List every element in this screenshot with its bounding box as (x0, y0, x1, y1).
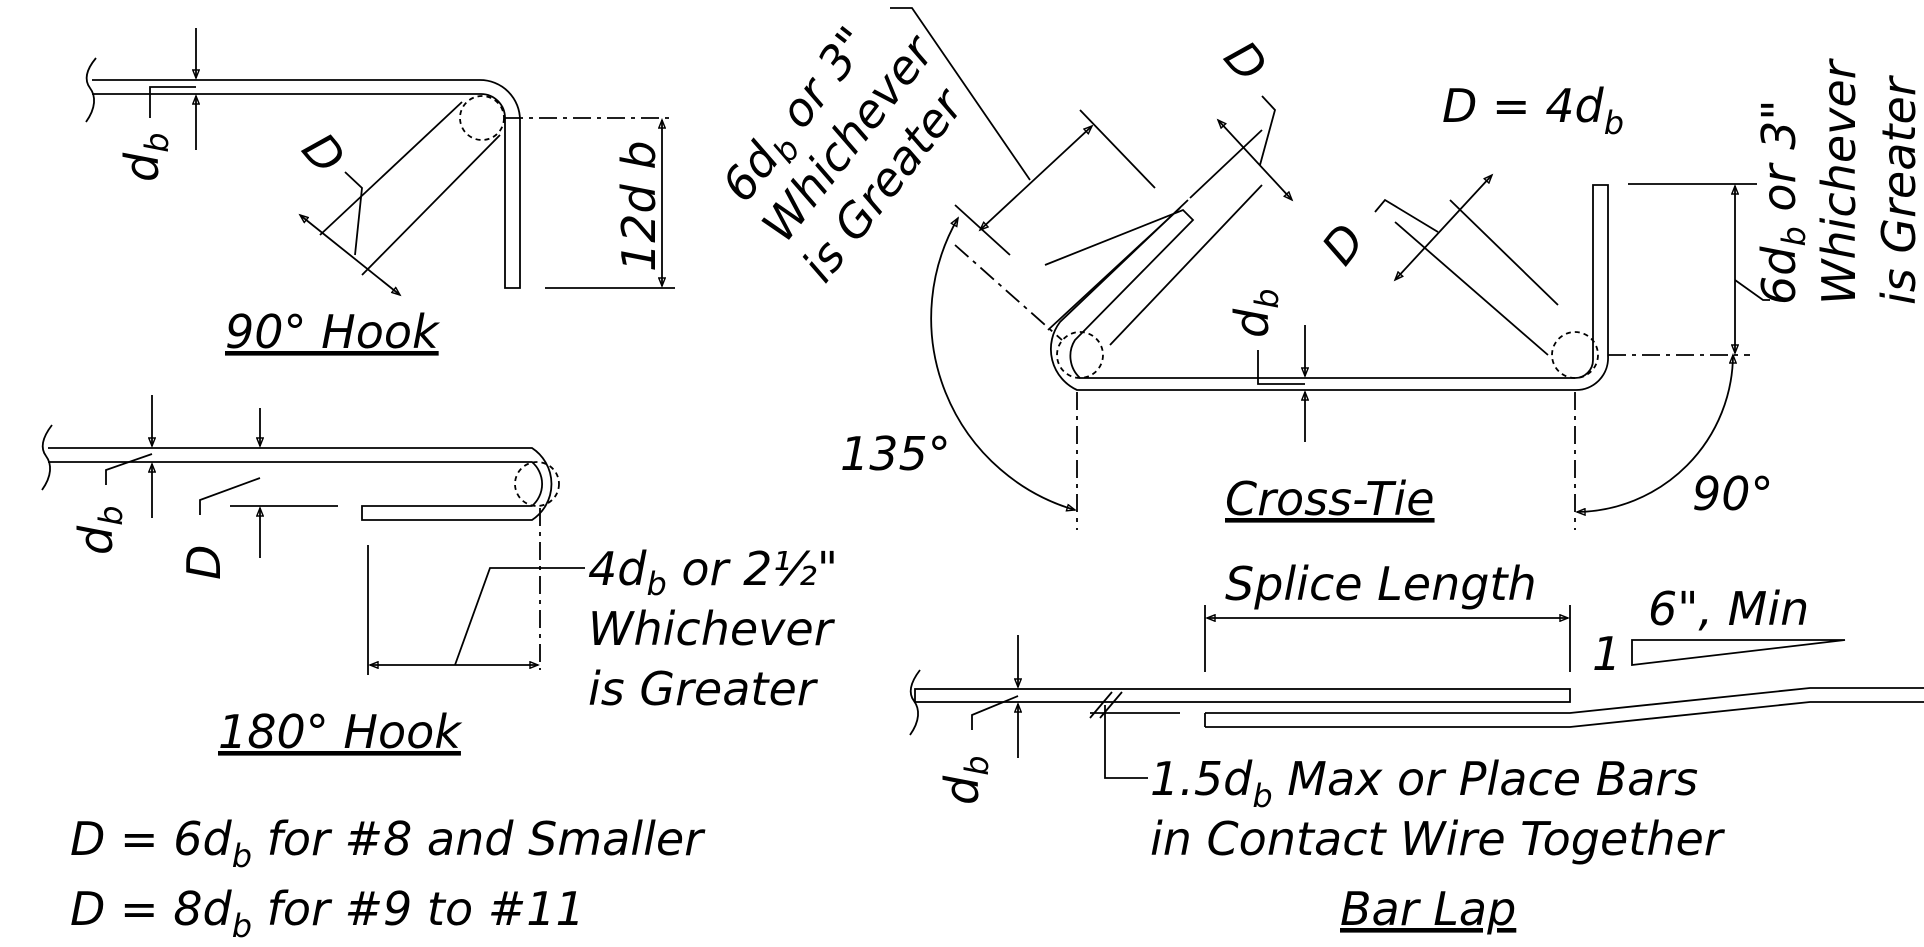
gap-note-line2: in Contact Wire Together (1150, 812, 1726, 866)
d-right-leader (1374, 198, 1439, 233)
d-label: D (177, 545, 231, 580)
hook-180-detail: db D 4db or 2½" Whichever is Greater 180… (41, 395, 838, 759)
db-leader (149, 86, 196, 118)
slope-six-label: 6", Min (1648, 582, 1809, 636)
right-ext-line3: is Greater (1872, 74, 1924, 305)
cross-tie-title: Cross-Tie (1225, 472, 1435, 526)
right-diag-1 (1394, 221, 1549, 356)
gap-leader (1104, 705, 1148, 779)
left-ext-dim (980, 126, 1092, 230)
break-symbol (41, 424, 53, 491)
db-leader (105, 453, 153, 485)
right-ext-line2: Whichever (1812, 57, 1866, 305)
d-eq-label: D = 4db (1442, 79, 1624, 142)
left-ext-tick-b (1079, 109, 1156, 189)
bar-outline (48, 447, 553, 521)
lower-bar (1204, 687, 1924, 728)
db-leader (971, 695, 1019, 730)
angle-135-arc (930, 218, 1075, 510)
angle-135-label: 135° (840, 427, 951, 481)
right-ext-line1: 6db or 3" (1752, 99, 1813, 305)
gap-tick-2 (1099, 691, 1123, 719)
hook-90-title: 90° Hook (225, 305, 441, 359)
ext-label-line1: 4db or 2½" (588, 542, 838, 603)
d-leader (199, 477, 261, 515)
db-label: db (115, 132, 176, 182)
bend-diameter-circle (459, 95, 505, 141)
12db-label: 12d b (612, 140, 666, 272)
bar-outline (92, 79, 521, 289)
diag-line-1 (319, 101, 463, 236)
bar-lap-title: Bar Lap (1340, 882, 1516, 936)
left-ext-centerline (954, 244, 1063, 341)
note-line-1: D = 6db for #8 and Smaller (70, 812, 706, 875)
upper-bar (914, 688, 1571, 703)
right-bend-circle (1551, 331, 1599, 379)
left-bend-circle (1056, 331, 1104, 379)
left-ext-tick-a (954, 204, 1011, 256)
diameter-notes: D = 6db for #8 and Smaller D = 8db for #… (70, 812, 706, 945)
break-symbol (85, 57, 97, 123)
left-diag-3 (1189, 129, 1263, 199)
cross-tie-bar (1044, 184, 1609, 391)
splice-label: Splice Length (1225, 557, 1537, 611)
left-diag-1 (1047, 207, 1181, 331)
d-top-label: D (1214, 30, 1278, 92)
d-dim (300, 215, 400, 295)
right-ext-leader (1734, 279, 1770, 301)
gap-tick-1 (1089, 691, 1113, 719)
d-right-dim (1395, 175, 1492, 280)
ext-label-line3: is Greater (588, 662, 819, 716)
d-leader (344, 171, 363, 256)
diag-line-2 (361, 134, 501, 276)
d-top-leader (1259, 95, 1276, 166)
break-symbol (909, 669, 921, 736)
db-label: db (69, 505, 130, 555)
db-leader (1257, 350, 1305, 385)
angle-90-arc (1577, 355, 1733, 512)
note-line-2: D = 8db for #9 to #11 (70, 882, 585, 945)
ext-leader (454, 567, 585, 666)
bar-lap-detail: db Splice Length 1 6", Min 1.5db Max or … (909, 557, 1924, 936)
hook-180-title: 180° Hook (218, 705, 463, 759)
left-diag-2 (1109, 184, 1263, 346)
cross-tie-detail: 6db or 3" Whichever is Greater D D = 4db… (711, 7, 1924, 530)
d-label: D (292, 122, 356, 184)
bend-diameter-circle (514, 461, 560, 507)
d-right-label: D (1311, 214, 1375, 275)
slope-triangle (1631, 639, 1846, 667)
hook-90-detail: db D 12d b 90° Hook (85, 28, 675, 359)
d-top-dim (1218, 120, 1292, 200)
gap-note-line1: 1.5db Max or Place Bars (1150, 752, 1698, 815)
angle-90-label: 90° (1692, 467, 1774, 521)
right-diag-2 (1449, 199, 1559, 306)
slope-one-label: 1 (1592, 627, 1621, 681)
ext-label-line2: Whichever (588, 602, 836, 656)
db-label: db (935, 755, 996, 805)
db-label: db (1225, 288, 1286, 338)
left-ext-leader (890, 7, 1031, 181)
